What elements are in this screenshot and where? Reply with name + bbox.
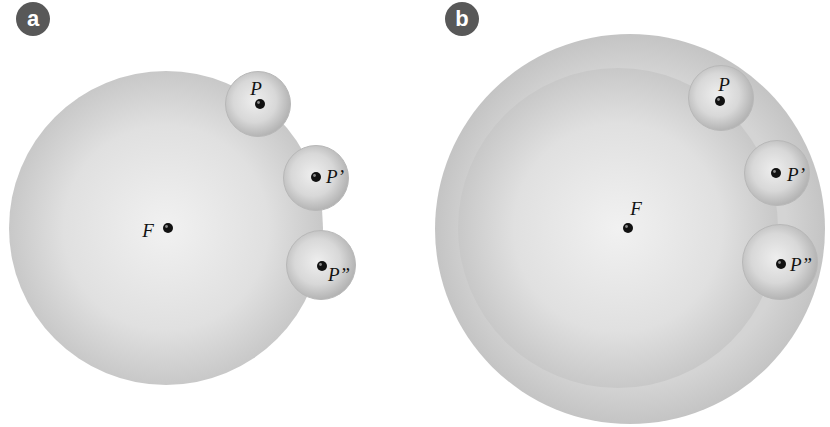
point-dot bbox=[255, 99, 265, 109]
point-dot bbox=[623, 223, 633, 233]
point-label: P bbox=[718, 75, 730, 94]
point-label: P’ bbox=[787, 165, 805, 184]
dot-highlight bbox=[257, 101, 260, 104]
point-label: F bbox=[630, 199, 642, 218]
point-dot bbox=[776, 259, 786, 269]
point-dot bbox=[771, 168, 781, 178]
small-sphere: P’ bbox=[744, 140, 810, 206]
point-label: P” bbox=[328, 265, 350, 284]
dot-highlight bbox=[165, 225, 168, 228]
sphere-body bbox=[689, 66, 754, 131]
point-label: P bbox=[250, 79, 262, 98]
sphere-body bbox=[287, 231, 356, 300]
small-sphere: P bbox=[688, 65, 754, 131]
dot-highlight bbox=[778, 261, 781, 264]
outer-shell bbox=[435, 34, 825, 424]
dot-highlight bbox=[625, 225, 628, 228]
sphere-body bbox=[743, 225, 818, 300]
sphere-body bbox=[284, 146, 349, 211]
point-dot bbox=[163, 223, 173, 233]
panel-badge: a bbox=[16, 2, 50, 36]
panel-letter: a bbox=[27, 8, 39, 30]
small-sphere: P bbox=[225, 71, 291, 137]
dot-highlight bbox=[313, 174, 316, 177]
point-label: F bbox=[142, 221, 154, 240]
dot-highlight bbox=[773, 170, 776, 173]
point-dot bbox=[317, 261, 327, 271]
panel-badge: b bbox=[445, 2, 479, 36]
small-sphere: P” bbox=[286, 230, 356, 300]
point-dot bbox=[715, 96, 725, 106]
sphere-body bbox=[9, 71, 323, 385]
dot-highlight bbox=[717, 98, 720, 101]
point-label: P” bbox=[790, 255, 812, 274]
dot-highlight bbox=[319, 263, 322, 266]
sphere-body bbox=[745, 141, 810, 206]
point-dot bbox=[311, 172, 321, 182]
panel-letter: b bbox=[455, 8, 468, 30]
badge-disc bbox=[445, 2, 479, 36]
badge-disc bbox=[16, 2, 50, 36]
small-sphere: P” bbox=[742, 224, 818, 300]
sphere-body bbox=[226, 72, 291, 137]
small-sphere: P’ bbox=[283, 145, 349, 211]
point-label: P’ bbox=[326, 167, 344, 186]
